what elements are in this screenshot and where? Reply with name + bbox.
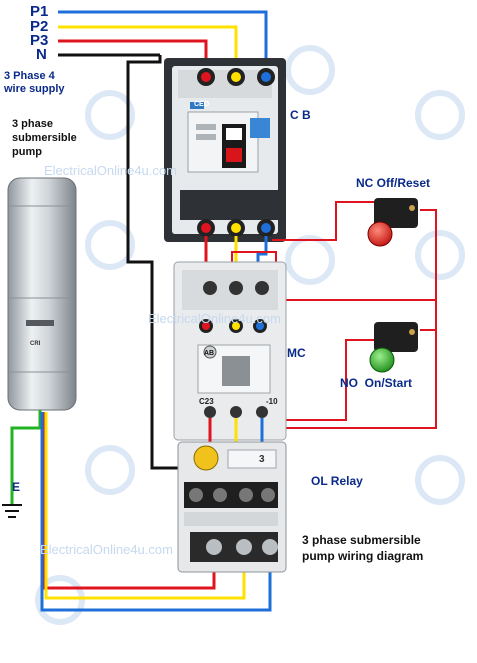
on-button-label: NO On/Start — [340, 376, 413, 390]
overload-relay — [177, 441, 287, 573]
circuit-breaker — [164, 58, 286, 242]
watermark-3: ElectricalOnline4u.com — [40, 542, 173, 557]
contactor-label: MC — [287, 346, 306, 360]
wire-neutral-control — [126, 55, 196, 470]
pump-brand: CRI — [30, 341, 41, 347]
contactor-mark-10: -10 — [266, 397, 278, 406]
pump-wires — [40, 412, 272, 612]
overload-dial-value: 3 — [259, 454, 265, 465]
breaker-label: C B — [290, 108, 311, 122]
label-n: N — [36, 46, 47, 63]
magnetic-contactor — [173, 261, 287, 441]
earth-symbol — [2, 410, 42, 518]
caption-line-2: pump wiring diagram — [302, 549, 424, 563]
watermark-2: ElectricalOnline4u.com — [148, 311, 281, 326]
supply-description: 3 Phase 4 wire supply — [4, 70, 65, 95]
on-start-button[interactable] — [369, 322, 418, 373]
label-p3: P3 — [30, 32, 49, 49]
label-p2: P2 — [30, 18, 49, 35]
background-bulb-watermarks — [35, 45, 465, 625]
wire-p2-yellow — [58, 25, 238, 72]
submersible-pump — [7, 177, 77, 411]
contactor-brand-mark: AB — [204, 350, 214, 357]
overload-label: OL Relay — [311, 474, 363, 488]
pump-label: 3 phase submersible pump — [12, 118, 77, 158]
earth-label: E — [12, 480, 21, 494]
caption-line-1: 3 phase submersible — [302, 533, 421, 547]
contactor-mark-c23: C23 — [199, 397, 214, 406]
breaker-brand: CEO — [194, 101, 210, 108]
wire-p1-blue — [58, 10, 268, 72]
off-button-label: NC Off/Reset — [356, 176, 431, 190]
watermark-1: ElectricalOnline4u.com — [44, 163, 177, 178]
off-reset-button[interactable] — [367, 198, 418, 247]
label-p1: P1 — [30, 3, 49, 20]
